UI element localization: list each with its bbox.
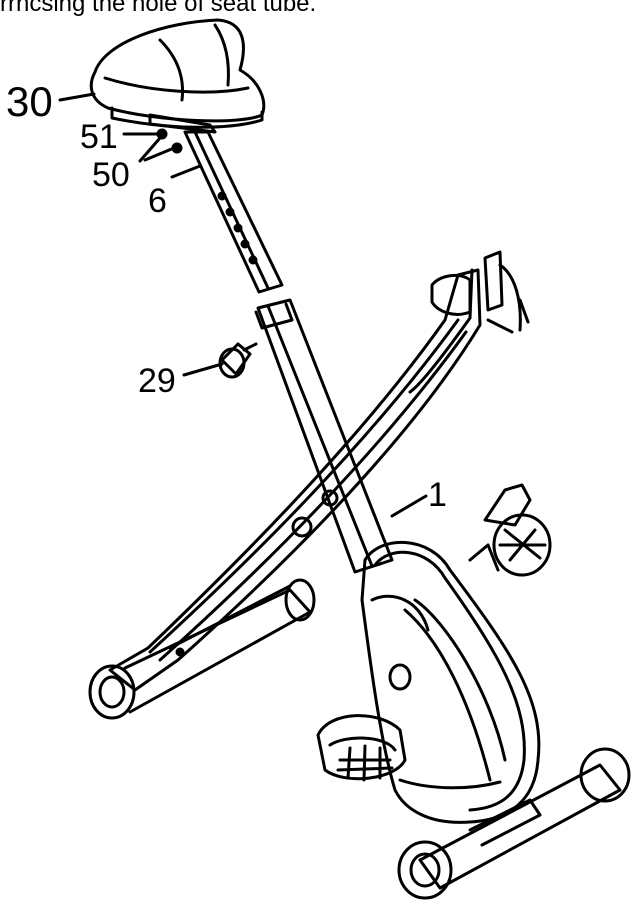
seat-part (89, 18, 266, 134)
flywheel-housing (360, 540, 541, 824)
rear-stabilizer (88, 578, 316, 720)
frame-leader-line (390, 494, 428, 518)
seat-post-leader-line (170, 164, 202, 179)
label-seat-post-6: 6 (148, 182, 167, 220)
label-frame-1: 1 (428, 476, 447, 514)
adjustment-knob (182, 342, 258, 379)
label-washer-50: 50 (92, 156, 130, 194)
front-frame (108, 250, 530, 692)
seat-leader-line (58, 92, 96, 102)
pedals (316, 483, 552, 782)
seat-post-part (183, 130, 284, 294)
instruction-caption: rrncsing the hole of seat tube. (0, 0, 317, 17)
label-knob-29: 29 (138, 362, 176, 400)
bolt-washer-parts (122, 128, 183, 163)
label-bolt-51: 51 (80, 118, 118, 156)
front-stabilizer (397, 747, 631, 900)
label-seat-30: 30 (6, 78, 53, 125)
